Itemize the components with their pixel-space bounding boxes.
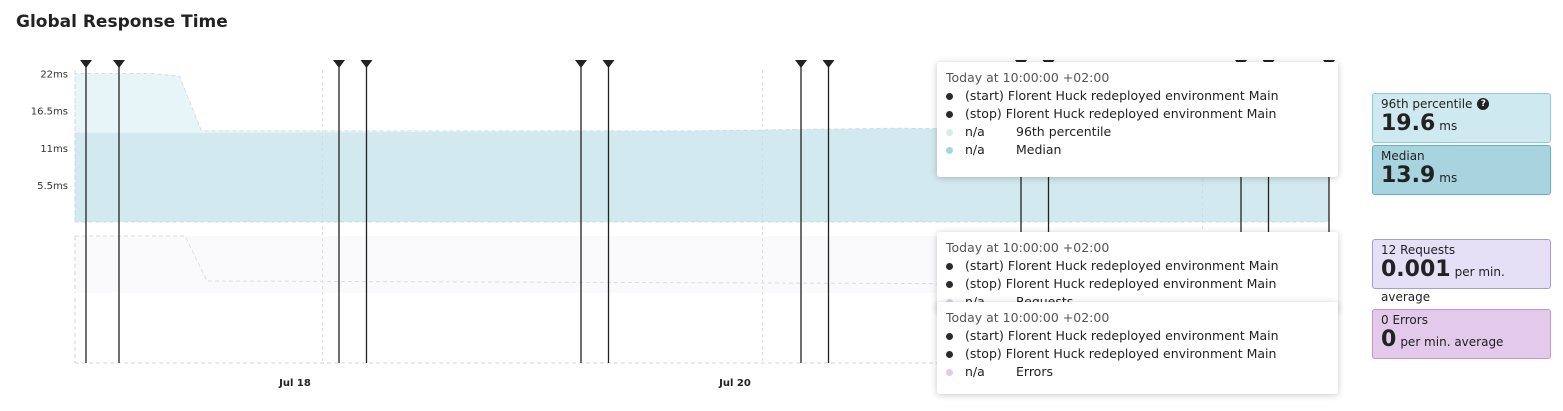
event-dot-icon bbox=[946, 332, 953, 340]
event-marker-icon bbox=[575, 60, 587, 68]
stat-label: 96th percentile bbox=[1381, 97, 1473, 111]
y-tick-label: 5.5ms bbox=[37, 181, 68, 192]
tooltip-row-stop: (stop) Florent Huck redeployed environme… bbox=[946, 105, 1328, 123]
event-marker-icon bbox=[80, 60, 92, 68]
event-marker-icon bbox=[360, 60, 373, 68]
event-marker-icon bbox=[602, 60, 615, 68]
tooltip-row-stop: (stop) Florent Huck redeployed environme… bbox=[946, 275, 1328, 293]
series-dot-icon bbox=[946, 128, 953, 136]
tooltip-row-start: (start) Florent Huck redeployed environm… bbox=[946, 327, 1328, 345]
stat-label: Median bbox=[1381, 149, 1425, 163]
stat-label: 12 Requests bbox=[1381, 243, 1456, 257]
tooltip-time: Today at 10:00:00 +02:00 bbox=[946, 240, 1110, 255]
event-dot-icon bbox=[946, 350, 953, 358]
help-icon[interactable]: ? bbox=[1477, 98, 1490, 110]
tooltip-requests: Today at 10:00:00 +02:00 (start) Florent… bbox=[937, 232, 1338, 312]
y-tick-label: 16.5ms bbox=[31, 107, 68, 118]
x-tick-label: Jul 18 bbox=[278, 378, 311, 389]
event-dot-icon bbox=[946, 110, 953, 118]
stat-value: 0.001 bbox=[1381, 257, 1451, 282]
event-marker-icon bbox=[333, 60, 345, 68]
stat-value: 0 bbox=[1381, 327, 1397, 352]
stat-unit: ms bbox=[1439, 171, 1458, 185]
stat-unit: per min. average bbox=[1381, 265, 1505, 304]
tooltip-time: Today at 10:00:00 +02:00 bbox=[946, 310, 1110, 325]
series-96th-percentile bbox=[74, 73, 1330, 223]
x-tick-label: Jul 20 bbox=[718, 378, 751, 389]
stat-value: 19.6 bbox=[1381, 111, 1436, 136]
stat-unit: per min. average bbox=[1400, 335, 1504, 349]
event-dot-icon bbox=[946, 92, 953, 100]
event-dot-icon bbox=[946, 280, 953, 288]
stat-unit: ms bbox=[1439, 119, 1458, 133]
tooltip-row-start: (start) Florent Huck redeployed environm… bbox=[946, 87, 1328, 105]
series-dot-icon bbox=[946, 368, 953, 376]
y-tick-label: 22ms bbox=[40, 70, 68, 81]
event-marker-icon bbox=[822, 60, 835, 68]
tooltip-row-stop: (stop) Florent Huck redeployed environme… bbox=[946, 345, 1328, 363]
tooltip-response-time: Today at 10:00:00 +02:00 (start) Florent… bbox=[937, 62, 1338, 177]
y-tick-label: 11ms bbox=[40, 144, 68, 155]
tooltip-time: Today at 10:00:00 +02:00 bbox=[946, 70, 1110, 85]
event-dot-icon bbox=[946, 262, 953, 270]
chart-title: Global Response Time bbox=[16, 12, 228, 32]
event-marker-icon bbox=[795, 60, 807, 68]
tooltip-errors: Today at 10:00:00 +02:00 (start) Florent… bbox=[937, 302, 1338, 394]
tooltip-row-start: (start) Florent Huck redeployed environm… bbox=[946, 257, 1328, 275]
series-dot-icon bbox=[946, 146, 953, 154]
requests-line bbox=[75, 235, 1330, 286]
stat-label: 0 Errors bbox=[1381, 313, 1428, 327]
event-marker-icon bbox=[113, 60, 125, 68]
stat-value: 13.9 bbox=[1381, 163, 1436, 188]
